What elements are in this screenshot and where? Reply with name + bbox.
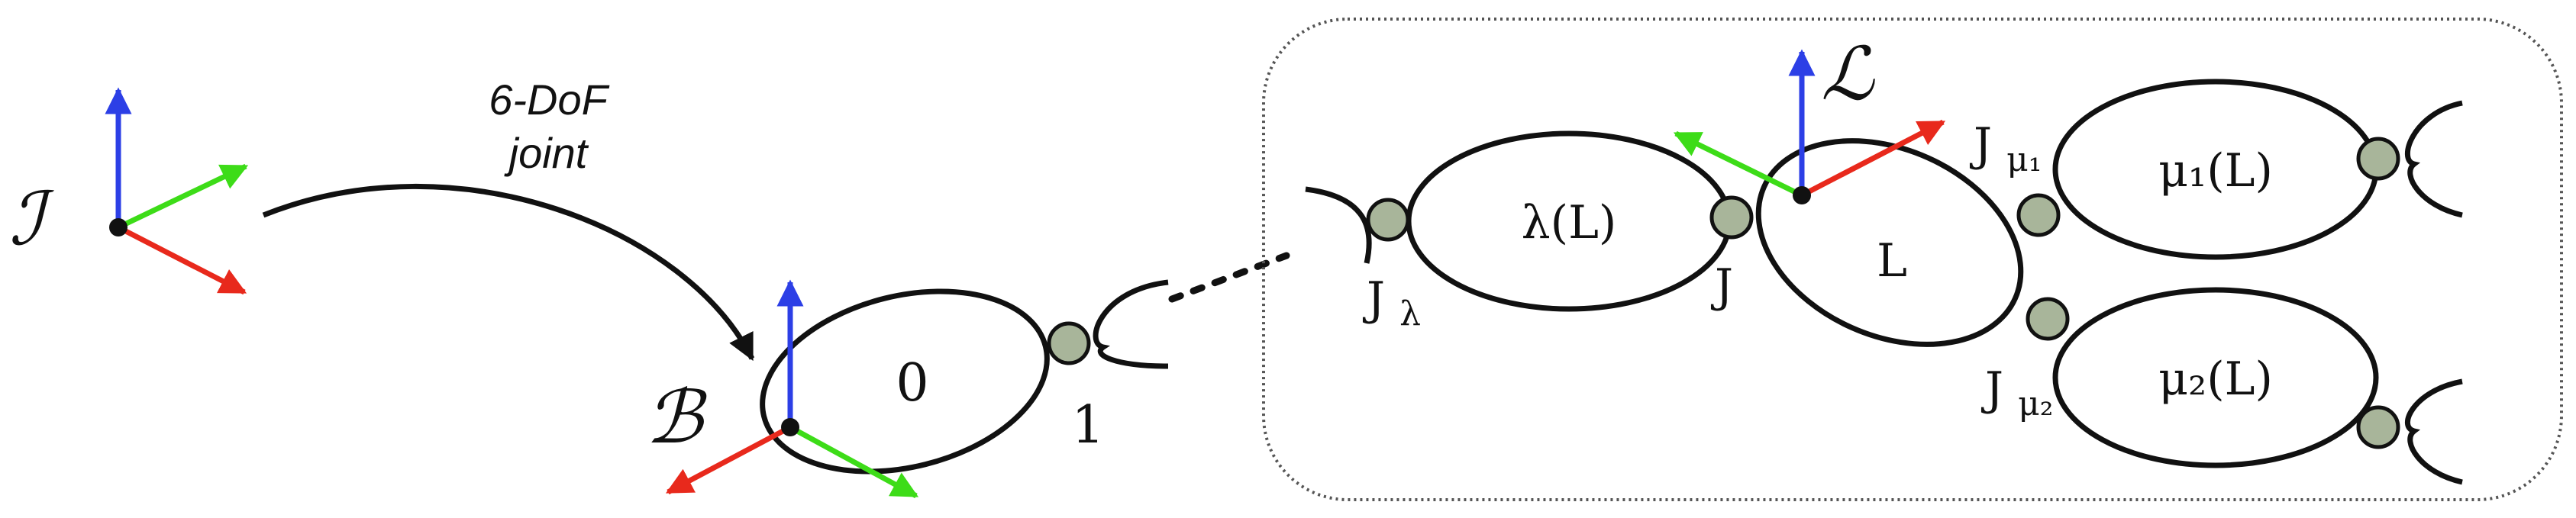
child2-body-ellipse [2052, 287, 2379, 468]
inertial-origin [109, 218, 128, 236]
base-joint-1 [1047, 321, 1091, 365]
current-body-label: L [1877, 234, 1907, 288]
child1-joint [2016, 193, 2061, 237]
base-origin [781, 418, 799, 436]
parent-joint-letter: J [1362, 272, 1385, 326]
six-dof-label-line1: 6-DoF [489, 76, 609, 124]
child1-grandchild-stub [2405, 100, 2463, 218]
base-y-axis [789, 424, 919, 499]
parent-joint [1366, 198, 1410, 242]
parent-parent-stub [1305, 186, 1372, 264]
six-dof-label-line2: joint [504, 129, 589, 177]
parent-body-label: λ(L) [1522, 196, 1617, 249]
base-x-axis [665, 424, 792, 495]
link-neighborhood-box: J λ λ(L) J L ℒ J μ₁ μ₁(L) J [1262, 18, 2563, 501]
link-origin [1793, 186, 1811, 204]
parent-joint-label: J λ [1362, 272, 1421, 333]
inertial-y-axis [117, 163, 249, 230]
child2-joint-label: J μ₂ [1980, 362, 2053, 423]
child2-joint [2026, 297, 2070, 341]
inertial-frame: ℐ [9, 87, 249, 295]
child2-leaf-joint [2356, 405, 2400, 449]
body-1-stub [1093, 279, 1169, 369]
link-frame-label: ℒ [1821, 31, 1875, 117]
base-link: 0 ℬ 1 [645, 279, 1169, 499]
chain-ellipsis [1168, 252, 1290, 303]
child1-leaf-joint [2356, 137, 2400, 181]
link-x-axis [1800, 119, 1946, 198]
base-body-ellipse [760, 288, 1050, 475]
child2-body-label: μ₂(L) [2158, 352, 2273, 406]
current-body-ellipse [1755, 138, 2024, 347]
link-y-axis [1673, 130, 1803, 198]
inertial-frame-label: ℐ [9, 176, 55, 262]
child2-grandchild-stub [2404, 378, 2463, 485]
body-1-label: 1 [1071, 395, 1104, 455]
current-joint-label: J [1710, 259, 1733, 313]
current-joint [1709, 195, 1754, 240]
child1-joint-letter: J [1969, 118, 1992, 172]
child2-joint-letter: J [1980, 362, 2003, 416]
six-dof-arrow [262, 184, 755, 362]
neighborhood-border [1262, 18, 2563, 501]
child1-joint-label: J μ₁ [1969, 118, 2042, 179]
base-body-label: 0 [896, 353, 928, 413]
inertial-x-axis [117, 224, 247, 295]
child2-joint-subscript: μ₂ [2018, 384, 2053, 423]
six-dof-joint-edge: 6-DoF joint [262, 76, 755, 362]
base-frame-label: ℬ [645, 375, 708, 460]
parent-joint-subscript: λ [1399, 294, 1421, 333]
child1-body-label: μ₁(L) [2158, 144, 2273, 198]
child1-joint-subscript: μ₁ [2006, 140, 2042, 179]
